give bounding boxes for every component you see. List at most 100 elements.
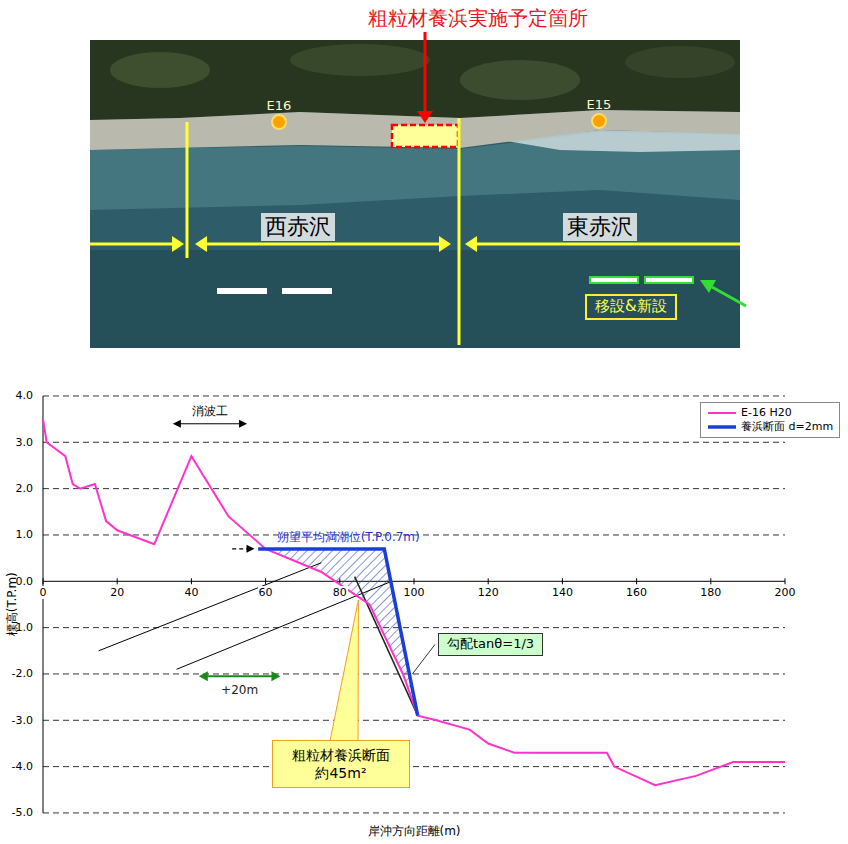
axis-tick-label: 1.0 <box>16 528 34 541</box>
axis-tick-label: -4.0 <box>12 760 33 773</box>
leader-arrow <box>232 548 247 549</box>
axis-title: 標高(T.P.m) <box>5 573 19 637</box>
forest <box>90 40 740 120</box>
arrowhead <box>271 671 280 681</box>
arrowhead <box>700 280 716 293</box>
axis-tick-label: 120 <box>477 586 500 599</box>
site-arrow <box>424 32 427 113</box>
range-arrow <box>205 243 441 246</box>
axis-tick-label: 200 <box>774 586 797 599</box>
axis-tick-label: 180 <box>699 586 722 599</box>
new-breakwater <box>590 277 638 283</box>
area-label: 西赤沢 <box>261 213 335 241</box>
grid-line <box>43 627 785 628</box>
axis-tick-label: -5.0 <box>12 806 33 819</box>
pointer-arrow <box>712 287 746 306</box>
axis-title: 岸沖方向距離(m) <box>368 824 461 838</box>
breakwater <box>217 288 267 294</box>
grid-line <box>43 766 785 767</box>
legend-row: 養浜断面 d=2mm <box>707 420 833 434</box>
forest-patch <box>625 46 735 78</box>
grid-line <box>43 812 785 813</box>
note-box: 移設&新設 <box>585 294 677 320</box>
survey-point <box>272 115 286 129</box>
boundary-line <box>458 118 461 345</box>
legend-row: E-16 H20 <box>707 406 833 420</box>
axis-tick-label: 60 <box>258 586 274 599</box>
grid-line <box>43 488 785 489</box>
forest-patch <box>460 60 580 100</box>
water-level-label: 朔望平均満潮位(T.P.0.7m) <box>277 530 420 544</box>
axis-tick-label: 40 <box>183 586 199 599</box>
legend: E-16 H20養浜断面 d=2mm <box>700 402 840 438</box>
nourishment-profile <box>258 549 418 716</box>
grid-line <box>43 395 785 396</box>
sea <box>90 40 740 348</box>
deep-sea <box>90 250 740 348</box>
dimension-label: +20m <box>221 683 258 697</box>
tick <box>43 578 44 584</box>
axis-tick-label: 100 <box>403 586 426 599</box>
axis-tick-label: 80 <box>332 586 348 599</box>
arrowhead <box>199 671 208 681</box>
axis-tick-label: 20 <box>109 586 125 599</box>
chart-title: 粗粒材養浜実施予定箇所 <box>368 6 588 30</box>
axis-tick-label: 160 <box>625 586 648 599</box>
tick <box>710 578 711 584</box>
tick <box>488 578 489 584</box>
tick <box>191 578 192 584</box>
tick <box>785 578 786 584</box>
point-label: E15 <box>587 97 612 113</box>
beach-profile <box>43 419 785 785</box>
forest-patch <box>290 44 430 76</box>
leader-line <box>412 644 435 674</box>
axis-tick-label: 4.0 <box>16 389 34 402</box>
arrowhead <box>246 545 254 553</box>
extent-arrow <box>179 423 241 424</box>
legend-text: 養浜断面 d=2mm <box>741 420 833 434</box>
grid-line <box>43 442 785 443</box>
box-text: 移設&新設 <box>595 297 667 317</box>
forest-patch <box>110 52 210 88</box>
axis-tick-label: -3.0 <box>12 714 33 727</box>
survey-point <box>592 114 606 128</box>
arrowhead <box>195 236 207 252</box>
nourishment-area <box>258 549 418 716</box>
slope-box: 勾配tanθ=1/3 <box>438 633 543 656</box>
boundary-line <box>186 122 189 258</box>
breakwater <box>282 288 332 294</box>
callout-pointer <box>330 600 358 741</box>
arrowhead <box>439 236 451 252</box>
box-text: 勾配tanθ=1/3 <box>447 636 534 653</box>
tick <box>562 578 563 584</box>
arrowhead <box>173 420 181 428</box>
site-box <box>392 125 458 147</box>
site-arrowhead <box>417 111 433 123</box>
tick <box>636 578 637 584</box>
tick <box>265 578 266 584</box>
legend-line <box>707 408 737 418</box>
legend-text: E-16 H20 <box>741 406 792 420</box>
tick <box>414 578 415 584</box>
range-arrow <box>475 243 740 246</box>
arrowhead <box>239 420 247 428</box>
range-arrow <box>90 243 174 246</box>
tick <box>117 578 118 584</box>
axis-tick-label: 2.0 <box>16 482 34 495</box>
box-text: 粗粒材養浜断面 約45m² <box>281 746 401 782</box>
structure-label: 消波工 <box>192 404 228 418</box>
arrowhead <box>172 236 184 252</box>
arrowhead <box>465 236 477 252</box>
axis-tick-label: 0 <box>39 586 48 599</box>
point-label: E16 <box>267 98 292 114</box>
axis-tick-label: -2.0 <box>12 667 33 680</box>
callout-box: 粗粒材養浜断面 約45m² <box>272 740 410 788</box>
offset-line <box>99 563 322 651</box>
axis-tick-label: 3.0 <box>16 436 34 449</box>
offset-arrow <box>205 675 275 677</box>
offset-line <box>177 581 392 669</box>
area-label: 東赤沢 <box>563 213 637 241</box>
y-axis <box>43 396 44 813</box>
axis-tick-label: 140 <box>551 586 574 599</box>
grid-line <box>43 673 785 674</box>
